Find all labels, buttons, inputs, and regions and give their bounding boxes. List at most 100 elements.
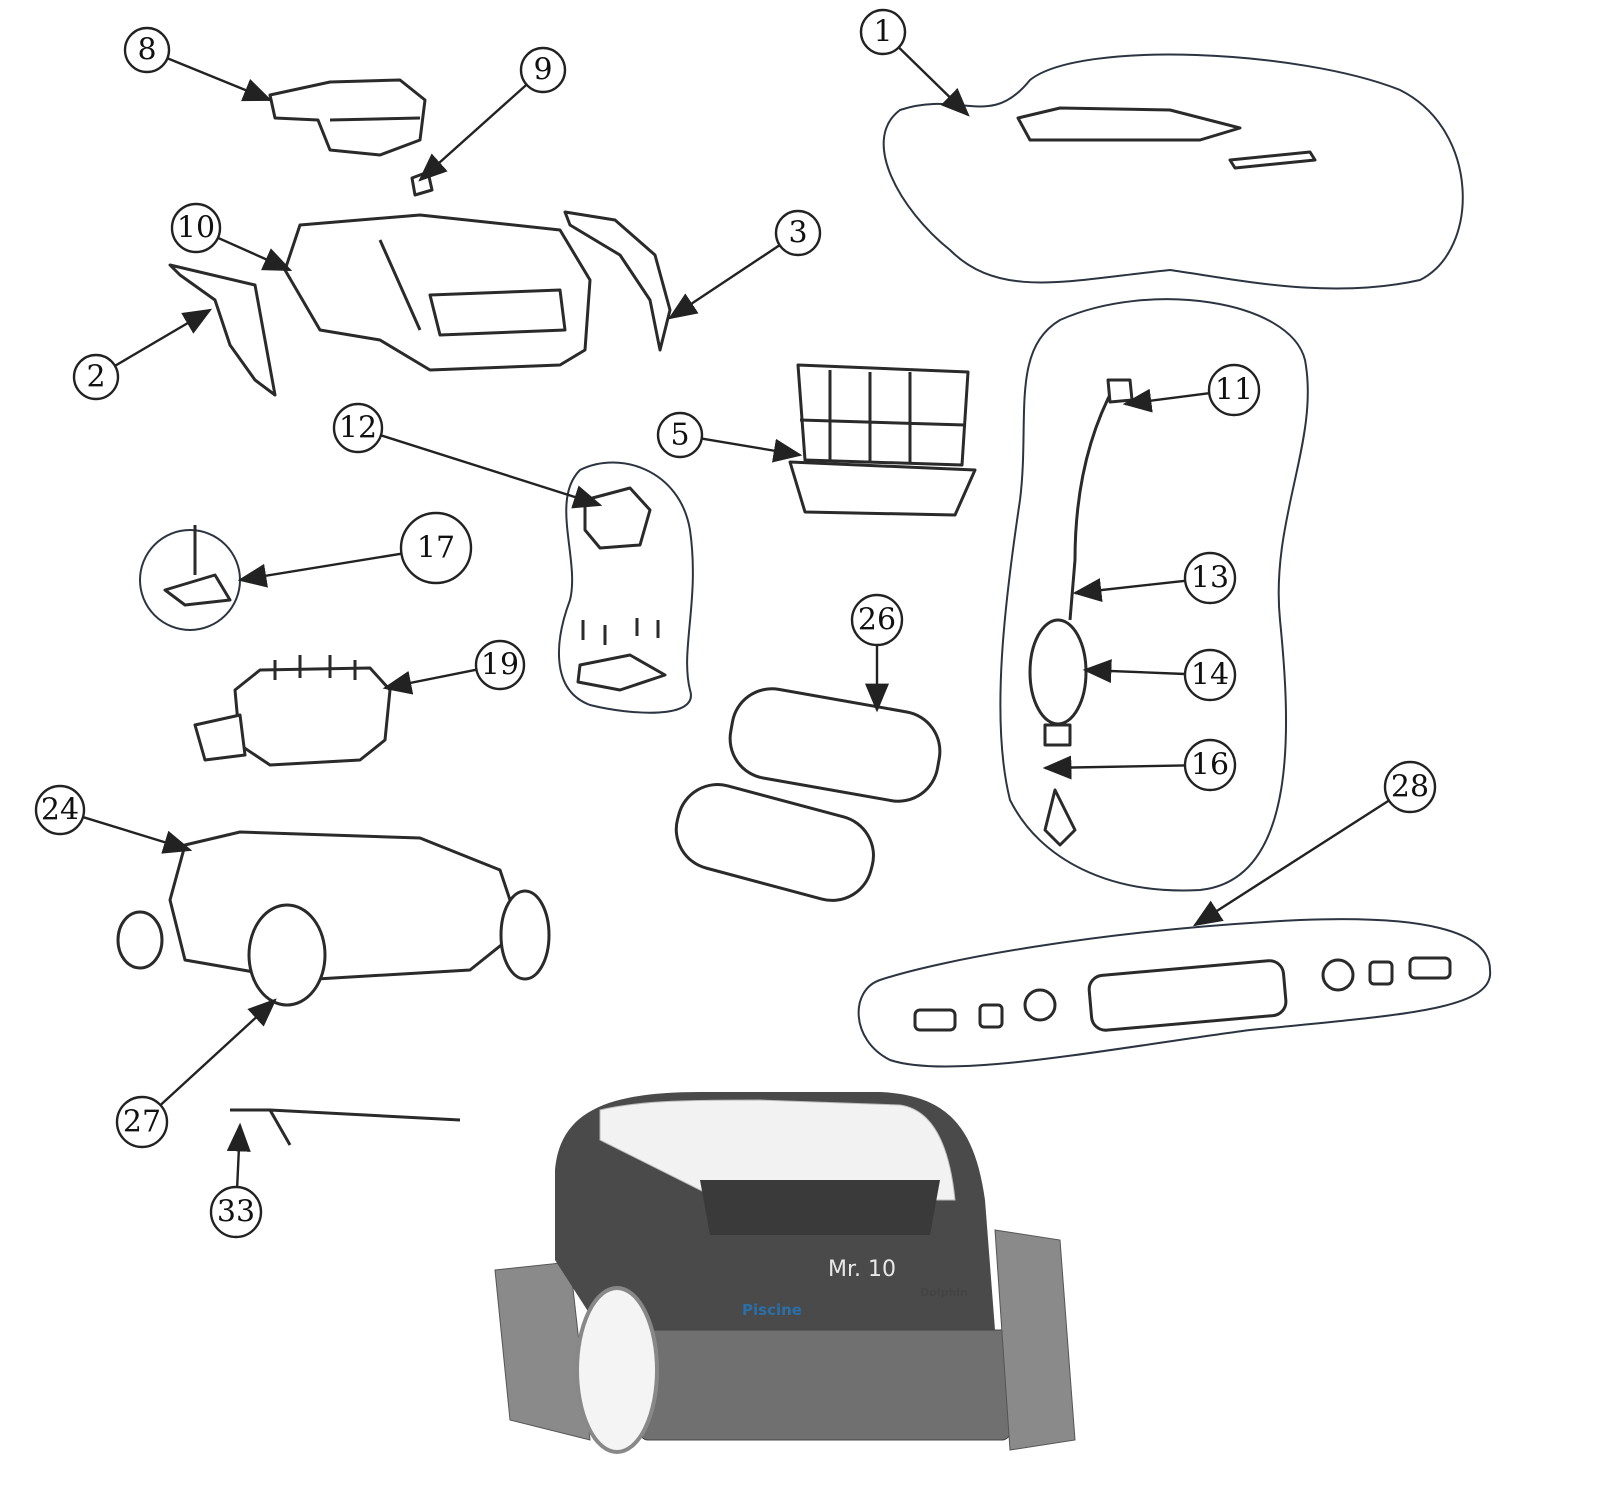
callout-arrow-5: [701, 437, 803, 463]
part-5-filter-basket: [788, 363, 977, 517]
callout-arrows: [82, 46, 1390, 1188]
callout-14: 14: [1183, 648, 1237, 702]
dolphin-logo: Dolphin: [920, 1286, 968, 1299]
callout-circle: [332, 402, 384, 454]
callout-circle: [72, 353, 120, 401]
callout-arrow-33: [226, 1122, 251, 1188]
part-2-side-panel-left: [168, 263, 277, 397]
callout-circle: [519, 46, 567, 94]
callout-number: 26: [858, 603, 896, 638]
callout-number: 3: [788, 216, 807, 251]
callout-arrow-11: [1122, 388, 1210, 413]
group-outline-cable: [999, 298, 1309, 892]
callout-arrow-9: [418, 83, 528, 182]
callout-24: 24: [34, 784, 86, 836]
callout-16: 16: [1183, 738, 1237, 792]
callout-circle: [774, 209, 822, 257]
part-19-motor-unit: [193, 655, 392, 767]
callout-19: 19: [474, 639, 526, 691]
callout-circle: [115, 1095, 169, 1149]
part-17-screw-and-impeller: [163, 525, 232, 607]
watermark-logo: Piscine: [742, 1301, 802, 1319]
callout-circle: [123, 26, 171, 74]
callout-arrow-3: [668, 244, 781, 320]
callout-number: 17: [417, 531, 455, 566]
detail-circle-17: [139, 529, 241, 631]
callout-circle: [656, 411, 704, 459]
part-28-brush-assembly: [913, 956, 1452, 1032]
callout-arrow-1: [897, 46, 970, 117]
callout-circle: [1207, 363, 1261, 417]
callout-3: 3: [774, 209, 822, 257]
callout-17: 17: [399, 511, 473, 585]
callout-27: 27: [115, 1095, 169, 1149]
robot-wheel-left: [575, 1286, 659, 1454]
callout-1: 1: [859, 8, 907, 56]
callout-number: 1: [873, 15, 892, 50]
callout-12: 12: [332, 402, 384, 454]
callout-labels: 8 9 1 10 3 2 12 5 11 17 19 13 14 26 16 24 28 27 33: [34, 8, 1437, 1239]
callout-arrow-28: [1192, 799, 1390, 927]
callout-arrow-17: [237, 552, 402, 588]
callout-number: 28: [1391, 770, 1429, 805]
callout-circle: [170, 202, 222, 254]
callout-number: 10: [177, 211, 215, 246]
callout-2: 2: [72, 353, 120, 401]
callout-number: 8: [137, 33, 156, 68]
callout-9: 9: [519, 46, 567, 94]
callout-arrow-2: [114, 308, 213, 367]
callout-number: 27: [123, 1105, 161, 1140]
callout-number: 16: [1191, 748, 1229, 783]
callout-13: 13: [1183, 551, 1237, 605]
callout-arrow-24: [82, 815, 193, 854]
callout-circle: [859, 8, 907, 56]
callout-circle: [209, 1185, 263, 1239]
robot-track-left: [494, 1261, 591, 1441]
part-12-impeller-cover: [576, 486, 667, 692]
callout-number: 5: [670, 418, 689, 453]
callout-10: 10: [170, 202, 222, 254]
part-10-top-cover: [283, 213, 592, 372]
callout-arrow-10: [217, 236, 293, 272]
callout-number: 11: [1215, 373, 1253, 408]
robot-shell: [599, 1099, 956, 1201]
callout-number: 13: [1191, 561, 1229, 596]
callout-arrow-8: [166, 57, 273, 102]
callout-number: 24: [41, 793, 79, 828]
callout-number: 19: [481, 648, 519, 683]
callout-arrow-13: [1072, 578, 1186, 603]
part-3-side-panel-right: [563, 210, 672, 352]
callout-circle: [1183, 738, 1237, 792]
group-outline-1: [882, 53, 1464, 290]
callout-arrow-27: [159, 998, 277, 1106]
callout-arrow-19: [382, 668, 477, 695]
robot-track-right: [994, 1229, 1076, 1451]
part-9-clip: [410, 170, 434, 197]
callout-33: 33: [209, 1185, 263, 1239]
callout-number: 14: [1191, 658, 1229, 693]
callout-number: 12: [339, 411, 377, 446]
callout-circle: [850, 593, 904, 647]
robot-brush: [639, 1329, 1011, 1441]
callout-arrow-14: [1082, 659, 1186, 684]
callout-circle: [1383, 760, 1437, 814]
part-26-tracks: [674, 687, 942, 902]
robot-model-label: Mr. 10: [828, 1257, 896, 1282]
product-photo-robot: Mr. 10 Dolphin Piscine: [494, 1092, 1076, 1454]
group-outline-12: [557, 461, 694, 714]
part-11-13-14-16-cable-swivel: [1028, 378, 1134, 847]
callout-circle: [399, 511, 473, 585]
callout-circle: [1183, 648, 1237, 702]
callout-number: 33: [217, 1195, 255, 1230]
callout-arrow-16: [1042, 755, 1186, 780]
part-1-lid: [1016, 106, 1317, 170]
callout-arrow-12: [380, 434, 603, 509]
part-33-brush-strip: [230, 1108, 461, 1146]
callout-circle: [34, 784, 86, 836]
callout-number: 2: [86, 360, 105, 395]
robot-handle: [700, 1180, 940, 1235]
part-8-filter-cover: [268, 78, 427, 157]
callout-8: 8: [123, 26, 171, 74]
callout-circle: [474, 639, 526, 691]
